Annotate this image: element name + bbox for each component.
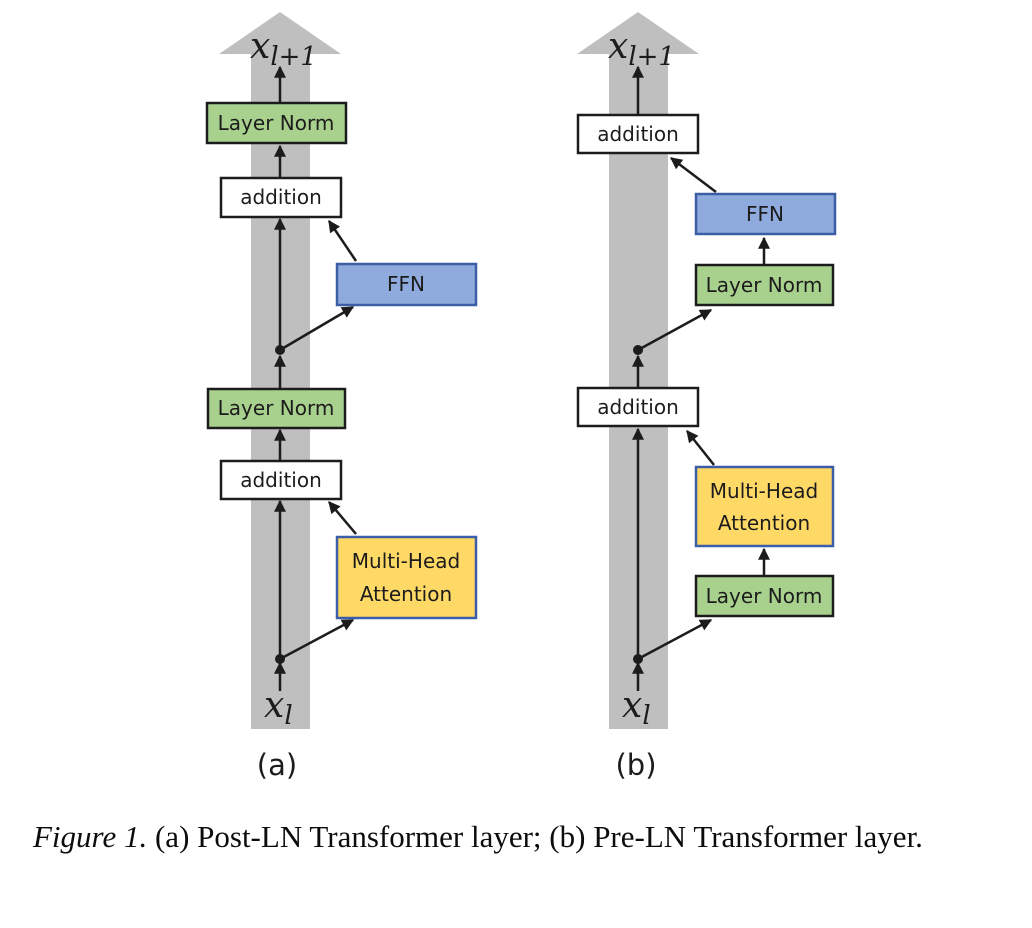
panel-a-post-ln: Layer Norm addition FFN Layer Norm addit… — [205, 12, 478, 782]
multi-head-attention-label-a-line1: Multi-Head — [352, 549, 460, 573]
addition-mid-box-b — [576, 386, 700, 428]
layer-norm-mid-box-a — [206, 387, 347, 430]
layer-norm-top-label-a: Layer Norm — [218, 111, 335, 135]
layer-norm-bottom-label-b: Layer Norm — [706, 584, 823, 608]
arrow-a-branch-to-mha — [279, 618, 355, 661]
branch-dot-a-lower — [275, 654, 285, 664]
addition-top-box-b — [576, 113, 700, 155]
panel-b-pre-ln: addition FFN Layer Norm addition Multi-H… — [576, 12, 837, 782]
addition-mid-label-b: addition — [597, 395, 679, 419]
multi-head-attention-label-b-line1: Multi-Head — [710, 479, 818, 503]
layer-norm-upper-label-b: Layer Norm — [706, 273, 823, 297]
layer-norm-top-box-a — [205, 101, 348, 145]
branch-dot-b-lower — [633, 654, 643, 664]
layer-norm-mid-label-a: Layer Norm — [218, 396, 335, 420]
addition-bottom-label-a: addition — [240, 468, 322, 492]
addition-top-label-b: addition — [597, 122, 679, 146]
arrow-a-mha-to-addition-bottom — [328, 501, 357, 535]
addition-bottom-box-a — [219, 459, 343, 501]
figure-caption-text: (a) Post-LN Transformer layer; (b) Pre-L… — [147, 819, 923, 854]
input-label-a: xl — [264, 685, 293, 731]
ffn-box-a — [335, 262, 478, 307]
arrow-b-mha-to-addition-mid — [686, 430, 715, 466]
arrow-b-ffn-to-addition-top — [670, 157, 717, 193]
ffn-box-b — [694, 192, 837, 236]
multi-head-attention-label-b-line2: Attention — [718, 511, 810, 535]
addition-top-box-a — [219, 176, 343, 219]
arrow-a-ffn-to-addition-top — [327, 220, 358, 262]
input-label-b: xl — [622, 685, 651, 731]
output-label-a: xl+1 — [250, 26, 317, 72]
layer-norm-bottom-box-b — [694, 574, 835, 618]
figure-caption: Figure 1. (a) Post-LN Transformer layer;… — [33, 816, 1008, 859]
arrow-b-branch-to-layernorm-upper — [637, 308, 713, 352]
branch-dot-b-upper — [633, 345, 643, 355]
addition-top-label-a: addition — [240, 185, 322, 209]
layer-norm-upper-box-b — [694, 263, 835, 307]
output-label-b: xl+1 — [608, 26, 675, 72]
multi-head-attention-box-a — [335, 535, 478, 620]
multi-head-attention-label-a-line2: Attention — [360, 582, 452, 606]
ffn-label-b: FFN — [746, 202, 784, 226]
multi-head-attention-box-b — [694, 465, 835, 548]
subfigure-label-b: (b) — [615, 748, 656, 782]
arrow-b-branch-to-layernorm-bottom — [637, 618, 713, 661]
arrow-a-branch-to-ffn — [279, 305, 355, 352]
transformer-diagram: Layer Norm addition FFN Layer Norm addit… — [205, 12, 837, 782]
subfigure-label-a: (a) — [257, 748, 297, 782]
ffn-label-a: FFN — [387, 272, 425, 296]
figure-number: Figure 1. — [33, 819, 148, 854]
branch-dot-a-upper — [275, 345, 285, 355]
